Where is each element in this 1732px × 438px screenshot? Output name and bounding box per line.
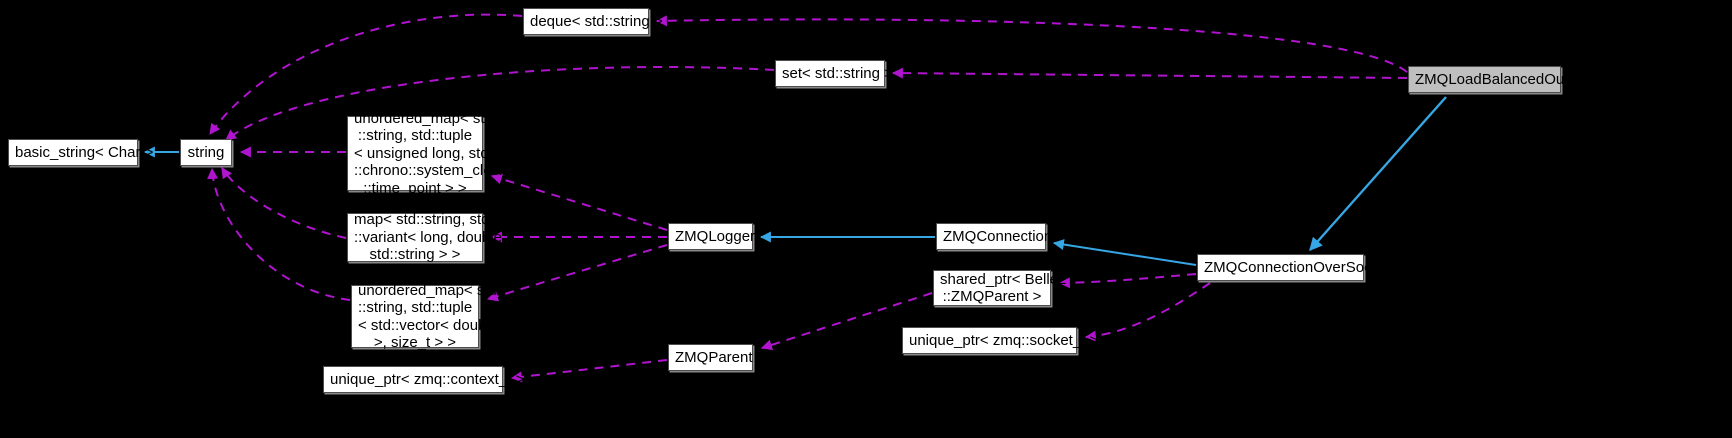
node-label: unordered_map< std ::string, std::tuple … bbox=[358, 281, 499, 351]
node-label: map< std::string, std ::variant< long, d… bbox=[354, 211, 507, 264]
node-label: shared_ptr< Belle2 ::ZMQParent > bbox=[940, 270, 1067, 305]
edge-deque_string-zmq_load_balanced_output bbox=[655, 15, 1408, 73]
zmq-logger-node[interactable]: ZMQLogger bbox=[668, 223, 756, 250]
node-label: set< std::string > bbox=[782, 64, 893, 82]
edge-unordered_map_timepoint-zmq_logger bbox=[490, 173, 668, 231]
unordered-map-timepoint-node[interactable]: unordered_map< std ::string, std::tuple … bbox=[347, 110, 507, 197]
unordered-map-vector-node[interactable]: unordered_map< std ::string, std::tuple … bbox=[351, 282, 498, 351]
shared-ptr-zmqparent-node[interactable]: shared_ptr< Belle2 ::ZMQParent > bbox=[933, 270, 1067, 306]
deque-std-string-node[interactable]: deque< std::string > bbox=[523, 8, 663, 35]
set-std-string-node[interactable]: set< std::string > bbox=[775, 60, 893, 87]
node-label: unique_ptr< zmq::context_t > bbox=[330, 370, 525, 388]
edge-string-map_variant bbox=[221, 167, 347, 239]
zmq-connection-over-socket-node[interactable]: ZMQConnectionOverSocket bbox=[1197, 254, 1392, 281]
edge-string-unordered_map_vector bbox=[207, 167, 351, 301]
basic-string-char-node[interactable]: basic_string< Char > bbox=[8, 139, 154, 166]
edge-unique_ptr_context-zmq_parent bbox=[510, 359, 668, 383]
edge-unique_ptr_socket-zmq_connection_over_socket bbox=[1084, 282, 1211, 342]
node-label: string bbox=[187, 143, 225, 161]
node-label: deque< std::string > bbox=[530, 12, 663, 30]
edge-zmq_connection_over_socket-zmq_load_balanced_output bbox=[1309, 96, 1447, 251]
zmq-parent-node[interactable]: ZMQParent bbox=[668, 344, 753, 371]
node-label: unordered_map< std ::string, std::tuple … bbox=[354, 109, 507, 197]
edge-unordered_map_vector-zmq_logger bbox=[486, 244, 668, 302]
node-label: ZMQLogger bbox=[675, 227, 756, 245]
node-label: unique_ptr< zmq::socket_t > bbox=[909, 331, 1099, 349]
map-variant-node[interactable]: map< std::string, std ::variant< long, d… bbox=[347, 211, 507, 264]
node-label: ZMQParent bbox=[675, 348, 753, 366]
edge-string-set_string bbox=[225, 65, 775, 141]
node-label: ZMQConnection bbox=[943, 227, 1053, 245]
string-node[interactable]: string bbox=[180, 139, 232, 166]
edge-shared_ptr_zmqparent-zmq_connection_over_socket bbox=[1058, 273, 1197, 289]
node-label: basic_string< Char > bbox=[15, 143, 154, 161]
edge-zmq_connection-zmq_connection_over_socket bbox=[1052, 239, 1197, 266]
edge-set_string-zmq_load_balanced_output bbox=[891, 67, 1408, 79]
node-label: ZMQConnectionOverSocket bbox=[1204, 258, 1392, 276]
zmq-connection-node[interactable]: ZMQConnection bbox=[936, 223, 1053, 250]
zmq-load-balanced-output-node[interactable]: ZMQLoadBalancedOutput bbox=[1408, 66, 1590, 93]
unique-ptr-socket-node[interactable]: unique_ptr< zmq::socket_t > bbox=[902, 327, 1099, 354]
unique-ptr-context-node[interactable]: unique_ptr< zmq::context_t > bbox=[323, 366, 525, 393]
inheritance-edges bbox=[143, 96, 1447, 266]
node-label: ZMQLoadBalancedOutput bbox=[1415, 70, 1590, 88]
